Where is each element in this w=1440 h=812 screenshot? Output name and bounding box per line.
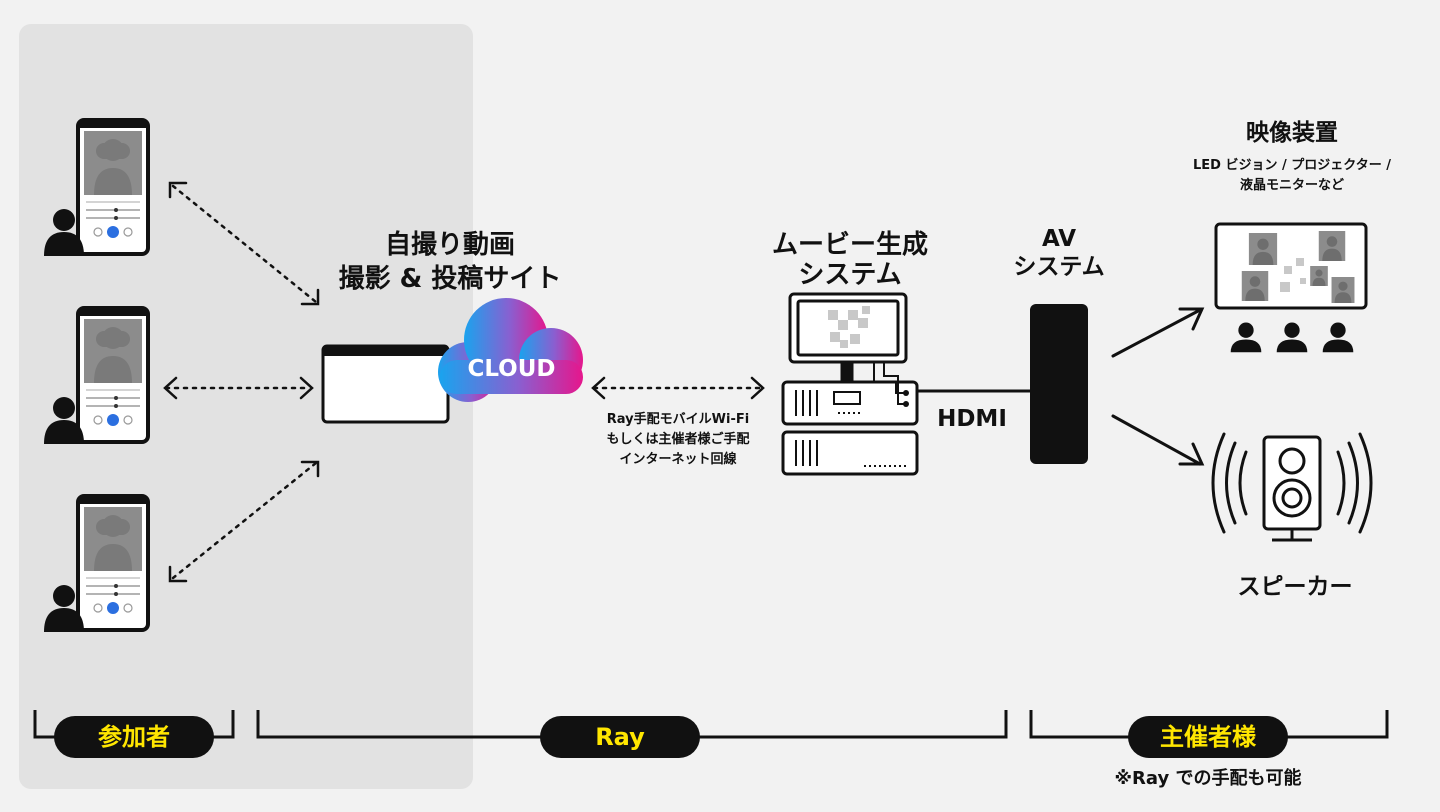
- site-title-line2: 撮影 & 投稿サイト: [338, 264, 562, 294]
- network-line3: インターネット回線: [619, 452, 737, 467]
- av-system-box: [1030, 304, 1088, 464]
- audience-icons: [1230, 322, 1354, 353]
- group-pill-organizer: 主催者様: [1128, 716, 1288, 758]
- organizer-note: ※Ray での手配も可能: [1114, 768, 1302, 789]
- video-device-title: 映像装置: [1246, 120, 1338, 146]
- cloud-label: CLOUD: [467, 356, 556, 382]
- video-display-icon: [1214, 222, 1368, 310]
- arrow-av-video: [1111, 308, 1202, 358]
- network-line2: もしくは主催者様ご手配: [606, 432, 750, 447]
- hdmi-label: HDMI: [937, 406, 1007, 432]
- video-device-sub1: LED ビジョン / プロジェクター /: [1192, 158, 1392, 173]
- speaker-label: スピーカー: [1237, 574, 1353, 600]
- computer-screen-pattern: [828, 306, 870, 348]
- arrow-phone1-site: [171, 184, 318, 304]
- group-pill-ray: Ray: [540, 716, 700, 758]
- av-system-line2: システム: [1013, 254, 1105, 280]
- group-pill-participants: 参加者: [54, 716, 214, 758]
- cloud-icon: [438, 298, 583, 402]
- arrow-phone3-site: [171, 461, 318, 580]
- movie-system-line1: ムービー生成: [771, 230, 928, 260]
- video-device-sub2: 液晶モニターなど: [1239, 178, 1344, 193]
- network-line1: Ray手配モバイルWi-Fi: [606, 412, 750, 427]
- arrow-av-speaker: [1111, 414, 1202, 466]
- browser-window-icon: [321, 344, 450, 424]
- site-title-line1: 自撮り動画: [384, 230, 515, 260]
- av-system-line1: AV: [1041, 226, 1077, 252]
- movie-system-line2: システム: [798, 260, 902, 290]
- speaker-icon: [1211, 432, 1373, 542]
